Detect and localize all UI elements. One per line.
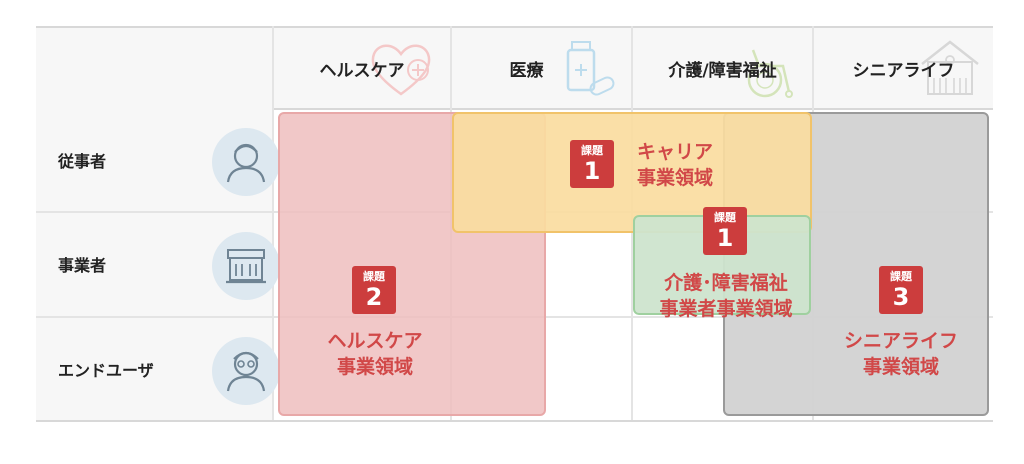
region-label-healthcare: ヘルスケア 事業領域 — [300, 328, 450, 380]
column-label: シニアライフ — [852, 60, 955, 81]
badge-number: 3 — [892, 283, 910, 311]
row-header-end-user: エンドユーザ — [36, 317, 280, 421]
column-label: 介護/障害福祉 — [668, 60, 777, 81]
issue-badge-career: 課題 1 — [570, 140, 614, 188]
column-header-senior-life: シニアライフ — [814, 40, 993, 96]
region-label-line: シニアライフ — [843, 330, 958, 352]
column-label: 医療 — [509, 60, 544, 81]
badge-number: 1 — [583, 157, 601, 185]
grid-vline — [272, 26, 274, 422]
region-label-line: 事業者事業領域 — [659, 298, 793, 320]
region-label-line: ヘルスケア — [327, 330, 423, 352]
badge-title: 課題 — [890, 270, 912, 283]
region-label-career: キャリア 事業領域 — [637, 139, 713, 191]
column-header-band — [36, 26, 993, 110]
heart-plus-icon — [371, 44, 431, 96]
issue-badge-healthcare: 課題 2 — [352, 266, 396, 314]
row-label: 従事者 — [58, 152, 107, 171]
region-label-line: 介護･障害福祉 — [664, 272, 788, 294]
badge-title: 課題 — [581, 144, 603, 157]
region-career — [452, 112, 812, 233]
badge-number: 1 — [716, 224, 734, 252]
wheelchair-icon — [747, 49, 793, 98]
column-header-care-welfare: 介護/障害福祉 — [633, 40, 812, 98]
house-icon — [921, 40, 979, 95]
grid-hline — [36, 420, 993, 422]
badge-number: 2 — [365, 283, 383, 311]
region-label-line: 事業領域 — [336, 356, 413, 378]
column-header-medical: 医療 — [452, 40, 631, 96]
issue-badge-care: 課題 1 — [703, 207, 747, 255]
column-label: ヘルスケア — [319, 60, 405, 81]
nurse-avatar-icon — [212, 128, 280, 196]
region-label-line: 事業領域 — [637, 167, 714, 189]
row-label: エンドユーザ — [58, 361, 154, 380]
issue-badge-senior: 課題 3 — [879, 266, 923, 314]
region-label-senior: シニアライフ 事業領域 — [826, 328, 976, 380]
facility-building-icon — [212, 232, 280, 300]
row-label: 事業者 — [58, 256, 107, 275]
medicine-bottle-icon — [566, 41, 615, 96]
region-label-line: キャリア — [637, 141, 714, 163]
row-header-worker: 従事者 — [36, 108, 280, 212]
badge-title: 課題 — [363, 270, 385, 283]
row-header-operator: 事業者 — [36, 212, 280, 316]
column-header-healthcare: ヘルスケア — [274, 40, 450, 96]
badge-title: 課題 — [714, 211, 736, 224]
region-label-line: 事業領域 — [862, 356, 939, 378]
elderly-person-icon — [212, 337, 280, 405]
region-label-care: 介護･障害福祉 事業者事業領域 — [640, 270, 812, 322]
